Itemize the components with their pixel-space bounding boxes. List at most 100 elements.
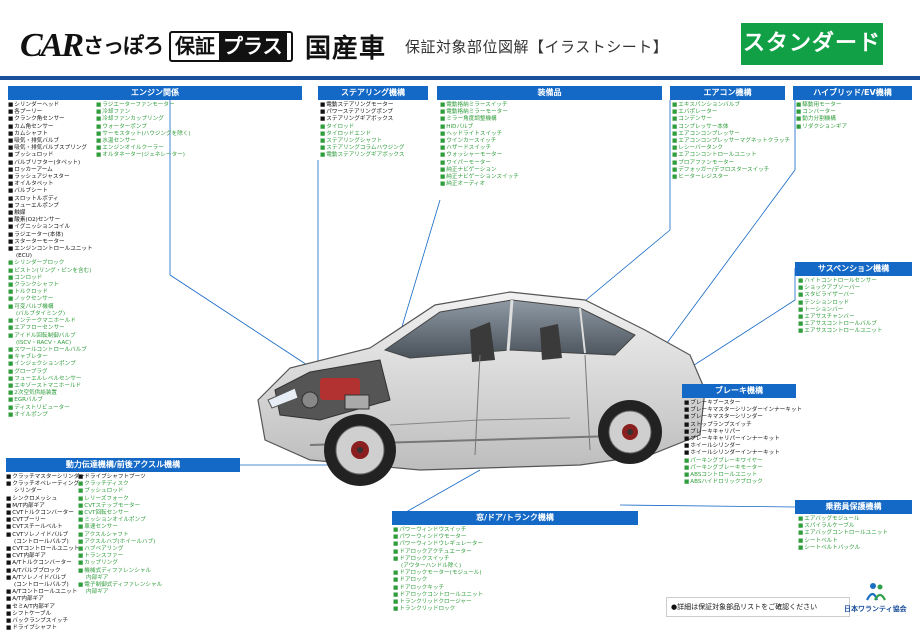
part-item: ディストリビューター: [8, 405, 93, 412]
part-item: 内部ギア: [86, 574, 109, 581]
part-item: 冷却ファンカップリング: [96, 116, 191, 123]
part-item: カム角センサー: [8, 124, 93, 131]
part-item: ステアリングコラムハウジング: [320, 145, 404, 152]
part-item: レリーズフォーク: [78, 496, 162, 503]
part-item: オイルタペット: [8, 181, 93, 188]
part-item: 駆動用モーター: [796, 102, 847, 109]
part-item: パワーステアリングポンプ: [320, 109, 404, 116]
part-item: エアコンコンプレッサーマグネットクラッチ: [672, 138, 790, 145]
part-item: (ECU): [16, 253, 32, 260]
logo-hosho-text: 保証: [175, 33, 216, 58]
part-item: パワーウィンドウモーター: [393, 534, 483, 541]
part-item: コンバーター: [796, 109, 847, 116]
part-item: エキゾーストマニホールド: [8, 383, 93, 390]
logo-plus-text: プラス: [219, 32, 287, 60]
part-item: ウォッシャーモーター: [440, 152, 519, 159]
brand-logo: CAR さっぽろ 保証 プラス: [20, 29, 293, 63]
category-body-list: パワーウィンドウスイッチパワーウィンドウモーターパワーウィンドウレギュレータード…: [393, 527, 483, 613]
part-item: クラッチマスターシリンダー: [6, 474, 85, 481]
logo-car-text: CAR: [20, 27, 84, 64]
front-wheel: [324, 414, 396, 486]
part-item: CVTスチールベルト: [6, 524, 85, 531]
part-item: プッシュロッド: [8, 152, 93, 159]
part-item: プッシュロッド: [78, 488, 162, 495]
part-item: スタビライザーバー: [798, 292, 883, 299]
part-item: ブレーキブースター: [684, 400, 802, 407]
part-item: トーションバー: [798, 307, 883, 314]
plan-badge: スタンダード: [741, 23, 883, 65]
part-item: バルブリフター(タペット): [8, 160, 93, 167]
part-item: 動力分割機構: [796, 116, 847, 123]
part-item: ドライブシャフト: [6, 625, 85, 632]
part-item: エアサスコントロールバルブ: [798, 321, 883, 328]
logo-hosho-plus: 保証 プラス: [169, 30, 293, 62]
part-item: エバポレーター: [672, 109, 790, 116]
part-item: レシーバータンク: [672, 145, 790, 152]
part-item: アイドル回転制御バルブ: [8, 333, 93, 340]
part-item: フューエルレベルセンサー: [8, 376, 93, 383]
part-item: フューエルポンプ: [8, 203, 93, 210]
part-item: ブレーキキャリパー: [684, 429, 802, 436]
part-item: ステアリングシャフト: [320, 138, 404, 145]
rear-wheel: [598, 400, 662, 464]
part-item: ブレーキキャリパーインナーキット: [684, 436, 802, 443]
part-item: スパイラルケーブル: [798, 523, 888, 530]
part-item: エアコンコントロールユニット: [672, 152, 790, 159]
part-item: パーキングブレーキワイヤー: [684, 458, 802, 465]
part-item: ヘッドライトスイッチ: [440, 131, 519, 138]
category-drive-list-2: ドライブシャフトブーツクラッチディスクプッシュロッドレリーズフォークCVTステッ…: [78, 474, 162, 596]
part-item: インジェクションポンプ: [8, 361, 93, 368]
category-engine-list-2: ラジエーターファンモーター冷却ファン冷却ファンカップリングウォーターポンプサーモ…: [96, 102, 191, 160]
part-item: パーキングブレーキモーター: [684, 465, 802, 472]
part-item: エアサスコントロールユニット: [798, 328, 882, 335]
part-item: ハブベアリング: [78, 546, 162, 553]
part-item: (コントロールバルブ): [14, 538, 69, 545]
part-item: エンジンオイルクーラー: [96, 145, 191, 152]
part-item: ホイールシリンダーインナーキット: [684, 450, 802, 457]
category-hybrid-header: ハイブリッド/EV機構: [793, 86, 912, 100]
part-item: アクスルハブ(ホイールハブ): [78, 539, 162, 546]
part-item: トランクリッドロック: [393, 606, 483, 613]
part-item: オイルポンプ: [8, 412, 93, 419]
part-item: CVT内部ギア: [6, 553, 85, 560]
part-item: エアバッグモジュール: [798, 516, 888, 523]
part-item: 内部ギア: [86, 589, 109, 596]
category-equipment-list: 電動格納ミラースイッチ電動格納ミラーモーターミラー角度調整機構HIDバルブヘッド…: [440, 102, 519, 188]
association-name: 日本ワランティ協会: [844, 605, 907, 613]
part-item: CVTトルクコンバーター: [6, 510, 85, 517]
part-item: ラッシュアジャスター: [8, 174, 93, 181]
part-item: 純正ナビゲーションスイッチ: [440, 174, 519, 181]
part-item: ABSハイドロリックブロック: [684, 479, 802, 486]
part-item: シリンダーヘッド: [8, 102, 93, 109]
part-item: (コントロールバルブ): [14, 582, 69, 589]
part-item: ロッカーアーム: [8, 167, 93, 174]
part-item: コンデンサー: [672, 116, 790, 123]
part-item: クランクシャフト: [8, 282, 93, 289]
part-item: ラジエーターファンモーター: [96, 102, 191, 109]
category-body-header: 窓/ドア/トランク機構: [392, 511, 638, 525]
category-safety-header: 乗務員保護機構: [795, 500, 912, 514]
part-item: ストップランプスイッチ: [684, 422, 802, 429]
part-item: エアコンコンプレッサー: [672, 131, 790, 138]
part-item: 各プーリー: [8, 109, 93, 116]
part-item: ドアロックキッチ: [393, 585, 483, 592]
part-item: シートベルト: [798, 538, 888, 545]
part-item: ステアリングギアボックス: [320, 116, 404, 123]
part-item: トルクロッド: [8, 289, 93, 296]
part-item: 電動ステアリングモーター: [320, 102, 404, 109]
part-item: スターターモーター: [8, 239, 93, 246]
part-item: M/T内部ギア: [6, 503, 85, 510]
category-steering-header: ステアリング機構: [318, 86, 428, 100]
part-item: EGRバルブ: [8, 397, 93, 404]
part-item: 触媒: [8, 210, 93, 217]
part-item: 車速センサー: [78, 524, 162, 531]
logo-sapporo-text: さっぽろ: [83, 34, 164, 58]
part-item: CVTソレノイドバルブ: [6, 532, 85, 539]
part-item: ドアロックアクチュエーター: [393, 549, 483, 556]
page-subtitle: 保証対象部位図解【イラストシート】: [405, 38, 669, 56]
part-item: CVTコントロールユニット: [6, 546, 85, 553]
part-item: グロープラグ: [8, 369, 93, 376]
part-item: A/T内部ギア: [6, 596, 85, 603]
part-item: HIDバルブ: [440, 124, 519, 131]
part-item: 吸気・排気バルブ: [8, 138, 93, 145]
